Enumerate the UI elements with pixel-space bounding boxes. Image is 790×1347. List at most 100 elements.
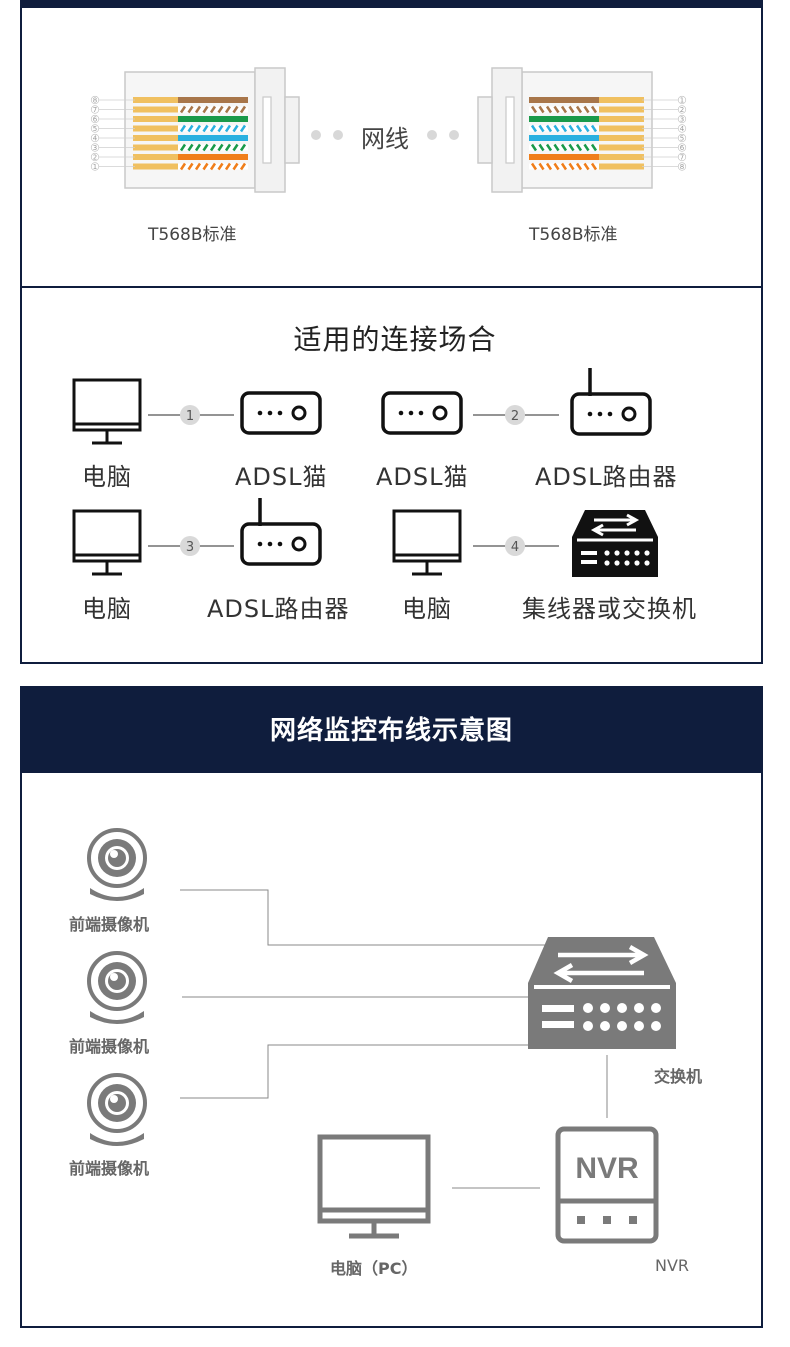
monitor-icon <box>392 509 462 576</box>
contact-pin <box>599 163 644 170</box>
wire-stripe <box>232 105 239 114</box>
device-label-pc: 电脑 <box>82 463 132 491</box>
modem-icon <box>381 391 463 435</box>
wire-stripe <box>575 143 583 152</box>
wire <box>529 154 599 160</box>
pin-number: 7 <box>93 106 97 114</box>
connection-line-4: 4 <box>473 536 559 556</box>
wire <box>178 135 248 141</box>
wire-stripe <box>568 162 575 171</box>
wire-stripe <box>538 143 545 152</box>
pin-number-circle <box>90 152 100 162</box>
wire-stripe <box>590 105 598 114</box>
panel-divider <box>22 286 761 288</box>
wire-stripe <box>545 124 553 133</box>
wire-stripe <box>560 124 568 133</box>
wire-stripe <box>232 143 239 152</box>
wire-stripe <box>179 143 187 152</box>
device-label-modem: ADSL猫 <box>235 463 328 491</box>
pin-number-circle <box>90 114 100 124</box>
wire-stripe <box>545 105 553 114</box>
monitor-icon <box>72 509 142 576</box>
contact-pin <box>133 125 178 132</box>
contact-pin <box>599 106 644 113</box>
wire-stripe <box>179 124 187 133</box>
wire-stripe <box>575 162 583 171</box>
wire-stripe <box>583 105 590 114</box>
wire-stripe <box>553 124 560 133</box>
wire-stripe <box>538 124 545 133</box>
wire-stripe <box>239 105 247 114</box>
wire-stripe <box>583 124 590 133</box>
monitoring-header: 网络监控布线示意图 <box>20 686 763 773</box>
wire-stripe <box>224 162 232 171</box>
pin-number: 2 <box>93 154 97 162</box>
router-icon <box>240 498 322 566</box>
contact-pin <box>599 97 644 103</box>
contact-pin <box>133 135 178 141</box>
contact-pin <box>133 97 178 103</box>
monitor-icon <box>72 378 142 445</box>
pin-number-circle <box>677 152 687 162</box>
wire-stripe <box>224 105 232 114</box>
device-label-pc: 电脑 <box>82 595 132 623</box>
pin-number-circle <box>90 143 100 152</box>
pin-number: 4 <box>93 135 98 143</box>
wire-stripe <box>575 105 583 114</box>
connection-number-2: 2 <box>511 409 519 424</box>
pin-number: 3 <box>680 116 684 124</box>
connection-number-3: 3 <box>186 540 194 555</box>
wire-stripe <box>224 124 232 133</box>
contact-pin <box>599 144 644 151</box>
pin-number: 1 <box>93 163 97 171</box>
nvr-label: NVR <box>655 1256 690 1275</box>
camera-icon <box>87 951 147 1024</box>
wire-stripe <box>239 143 247 152</box>
switch-icon <box>572 510 658 577</box>
wire-stripe <box>217 124 224 133</box>
scenario-title: 适用的连接场合 <box>293 323 497 356</box>
wire-stripe <box>194 162 202 171</box>
pin-number: 7 <box>680 154 684 162</box>
wire-stripe <box>187 143 194 152</box>
cable-dots-left <box>311 130 343 140</box>
device-label-modem: ADSL猫 <box>376 463 469 491</box>
pin-number-circle <box>677 162 687 171</box>
connection-number-4: 4 <box>511 540 519 555</box>
wire-stripe <box>232 124 239 133</box>
wire-stripe <box>545 162 553 171</box>
contact-pin <box>133 106 178 113</box>
pin-number: 6 <box>680 144 685 152</box>
connection-line-1: 1 <box>148 405 234 425</box>
wire-stripe <box>538 105 545 114</box>
wire-stripe <box>187 105 194 114</box>
contact-pin <box>133 154 178 160</box>
wire-stripe <box>239 124 247 133</box>
pin-number: 8 <box>93 97 97 105</box>
pin-number: 8 <box>680 163 684 171</box>
wire-stripe <box>194 143 202 152</box>
pin-number: 4 <box>680 125 685 133</box>
wire-stripe <box>187 162 194 171</box>
wire-stripe <box>202 105 209 114</box>
connection-line-2: 2 <box>473 405 559 425</box>
modem-icon <box>240 391 322 435</box>
device-label-router: ADSL路由器 <box>207 595 350 623</box>
connection-line-3: 3 <box>148 536 234 556</box>
contact-pin <box>599 116 644 122</box>
wire-stripe <box>568 124 575 133</box>
contact-pin <box>599 135 644 141</box>
contact-pin <box>599 154 644 160</box>
wire-stripe <box>187 124 194 133</box>
wire-stripe <box>202 143 209 152</box>
wire-stripe <box>560 143 568 152</box>
contact-pin <box>599 125 644 132</box>
pin-number: 6 <box>93 116 98 124</box>
right-standard-label: T568B标准 <box>529 225 618 245</box>
device-label-pc: 电脑 <box>402 595 452 623</box>
pin-number-circle <box>90 133 100 143</box>
wire <box>178 116 248 122</box>
network-switch-icon <box>528 937 676 1049</box>
